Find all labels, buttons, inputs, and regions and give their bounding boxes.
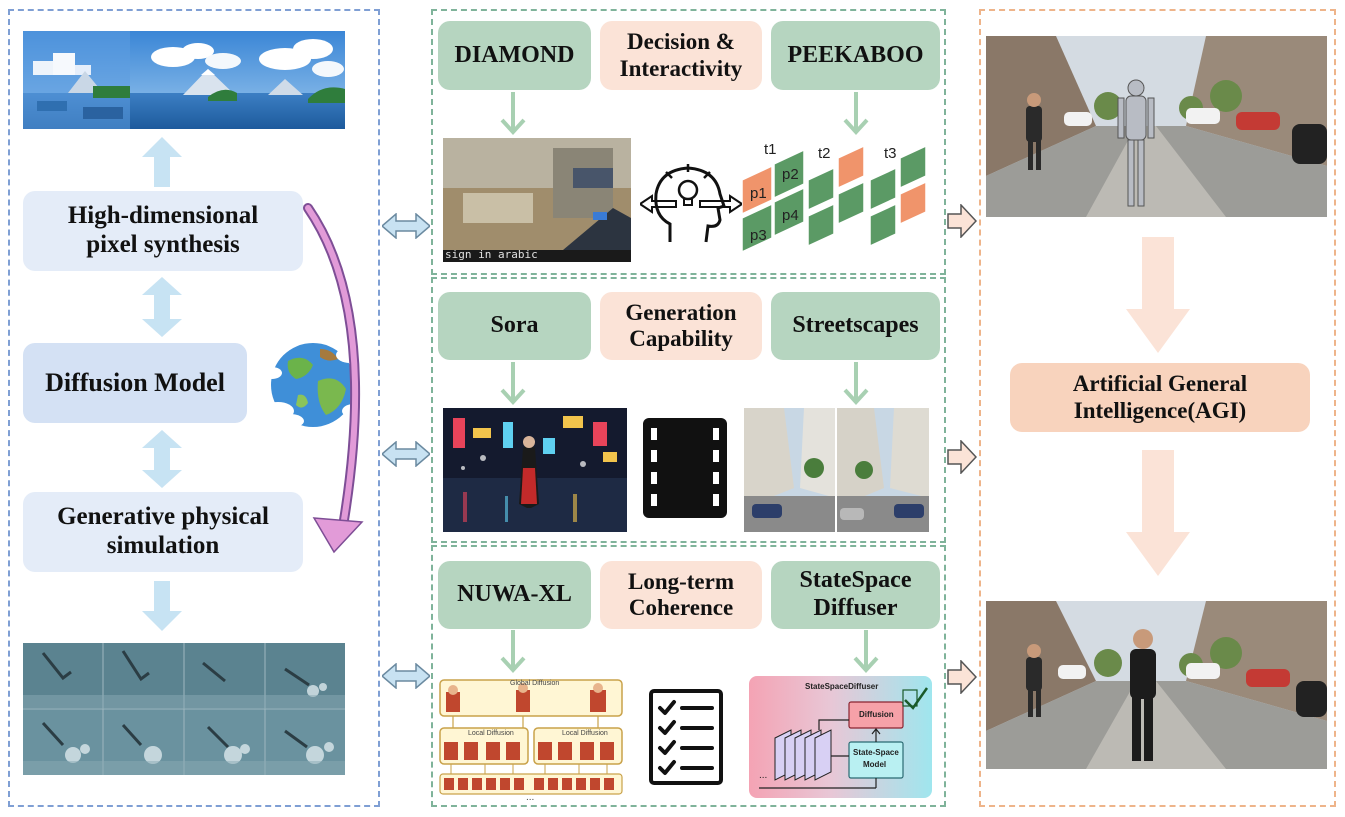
patch-p3: [742, 202, 773, 253]
time-label-t1: t1: [764, 141, 777, 158]
nuwa-xl-diagram: Global Diffusion Local Diffusion Local D…: [438, 678, 626, 806]
local-diffusion-label-1: Local Diffusion: [468, 730, 514, 737]
arrow-down-icon: [853, 630, 879, 673]
bidirectional-arrow-icon: [382, 441, 430, 467]
ssd-model-label: Model: [863, 760, 887, 769]
middle-panel-row2: [431, 277, 946, 543]
diamond-game-image: sign in arabic: [443, 138, 631, 262]
local-diffusion-label-2: Local Diffusion: [562, 730, 608, 737]
ssd-title: StateSpaceDiffuser: [805, 682, 879, 691]
bidirectional-arrow-icon: [382, 663, 430, 689]
peekaboo-patch-grid: [742, 144, 927, 253]
patch-p4: [773, 186, 805, 238]
bidirectional-arrow-icon: [382, 213, 430, 239]
arrow-up-icon: [142, 137, 182, 187]
diamond-box: DIAMOND: [438, 21, 591, 90]
middle-panel-row3: [431, 545, 946, 807]
arrow-down-icon: [1126, 237, 1190, 353]
film-strip-icon: [643, 418, 727, 518]
long-term-coherence-box: Long-term Coherence: [600, 561, 762, 629]
arrow-down-icon: [500, 92, 526, 135]
checklist-icon: [649, 689, 723, 785]
robot-street-image: [986, 36, 1327, 217]
patch-p2: [773, 148, 805, 200]
nuwa-xl-box: NUWA-XL: [438, 561, 591, 629]
streetscapes-image: [744, 408, 929, 532]
arrow-right-icon: [947, 660, 977, 694]
arrow-down-icon: [500, 630, 526, 673]
agi-box: Artificial General Intelligence(AGI): [1010, 363, 1310, 432]
game-caption: sign in arabic: [445, 248, 538, 261]
arrow-right-icon: [947, 204, 977, 238]
human-street-image: [986, 601, 1327, 769]
sora-image: [443, 408, 627, 532]
left-panel: [8, 9, 380, 807]
middle-panel-row1: [431, 9, 946, 275]
physical-simulation-image: [23, 643, 345, 775]
arrow-down-icon: [142, 581, 182, 631]
ssd-dots-label: ...: [759, 770, 768, 781]
physical-simulation-box: Generative physical simulation: [23, 492, 303, 572]
global-diffusion-label: Global Diffusion: [510, 680, 560, 687]
globe-icon: [262, 343, 366, 428]
patch-label-p3: p3: [750, 227, 767, 244]
sora-box: Sora: [438, 292, 591, 360]
arrow-down-icon: [843, 92, 869, 135]
patch-label-p1: p1: [750, 185, 767, 202]
patch-label-p4: p4: [782, 207, 799, 224]
ssd-diffusion-label: Diffusion: [859, 710, 894, 719]
curved-arrow-icon: [303, 203, 364, 554]
double-arrow-icon: [142, 277, 182, 337]
patch-p1: [742, 164, 773, 215]
pixel-synthesis-image: [23, 31, 345, 129]
arrow-right-icon: [947, 440, 977, 474]
ssd-state-space-label: State-Space: [853, 748, 899, 757]
ellipsis-label: ...: [526, 792, 535, 803]
double-arrow-icon: [142, 430, 182, 488]
pixel-synthesis-box: High-dimensional pixel synthesis: [23, 191, 303, 271]
time-label-t3: t3: [884, 145, 897, 162]
thinking-head-icon: [640, 164, 742, 243]
statespace-diffuser-box: StateSpace Diffuser: [771, 561, 940, 629]
peekaboo-box: PEEKABOO: [771, 21, 940, 90]
arrow-down-icon: [1126, 450, 1190, 576]
diffusion-model-box: Diffusion Model: [23, 343, 247, 423]
patch-label-p2: p2: [782, 166, 799, 183]
decision-interactivity-box: Decision & Interactivity: [600, 21, 762, 90]
streetscapes-box: Streetscapes: [771, 292, 940, 360]
statespace-diffuser-diagram: StateSpaceDiffuser Diffusion State-Space…: [749, 676, 932, 798]
time-label-t2: t2: [818, 145, 831, 162]
arrow-down-icon: [843, 362, 869, 405]
right-panel: [979, 9, 1336, 807]
generation-capability-box: Generation Capability: [600, 292, 762, 360]
arrow-down-icon: [500, 362, 526, 405]
